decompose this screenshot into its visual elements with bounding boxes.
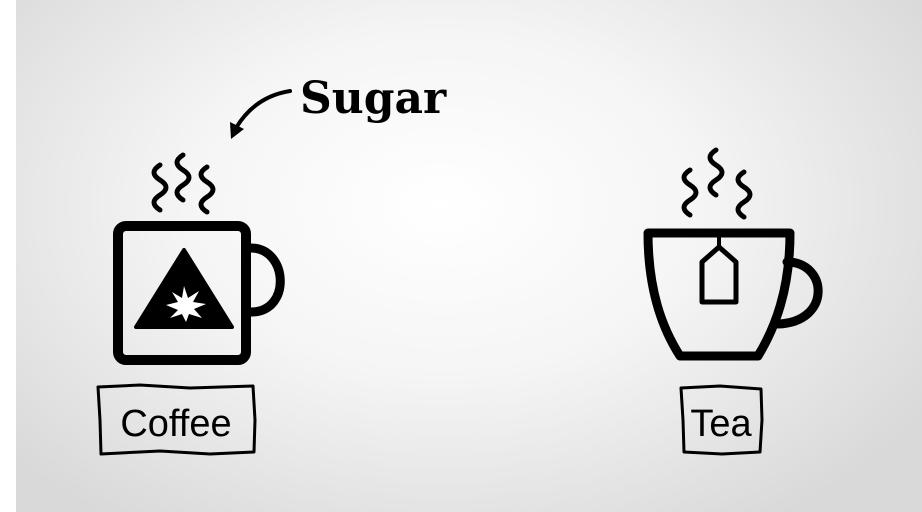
teacup-icon	[643, 228, 823, 361]
tea-item: Tea	[643, 147, 823, 456]
coffee-label: Coffee	[120, 403, 231, 445]
left-border-strip	[0, 0, 16, 512]
tea-label-box: Tea	[679, 384, 764, 456]
teabag-icon	[699, 231, 739, 305]
coffee-steam-icon	[151, 152, 216, 215]
tea-steam-icon	[681, 147, 753, 220]
sugar-annotation: Sugar	[230, 73, 447, 139]
warning-explosion-icon	[134, 248, 234, 329]
curved-arrow-icon	[230, 89, 292, 139]
coffee-mug-icon	[113, 221, 285, 365]
arrowhead	[230, 122, 244, 139]
coffee-item: Coffee	[96, 152, 285, 456]
sugar-label: Sugar	[300, 73, 447, 124]
tea-label: Tea	[690, 403, 752, 445]
coffee-label-box: Coffee	[96, 383, 257, 456]
